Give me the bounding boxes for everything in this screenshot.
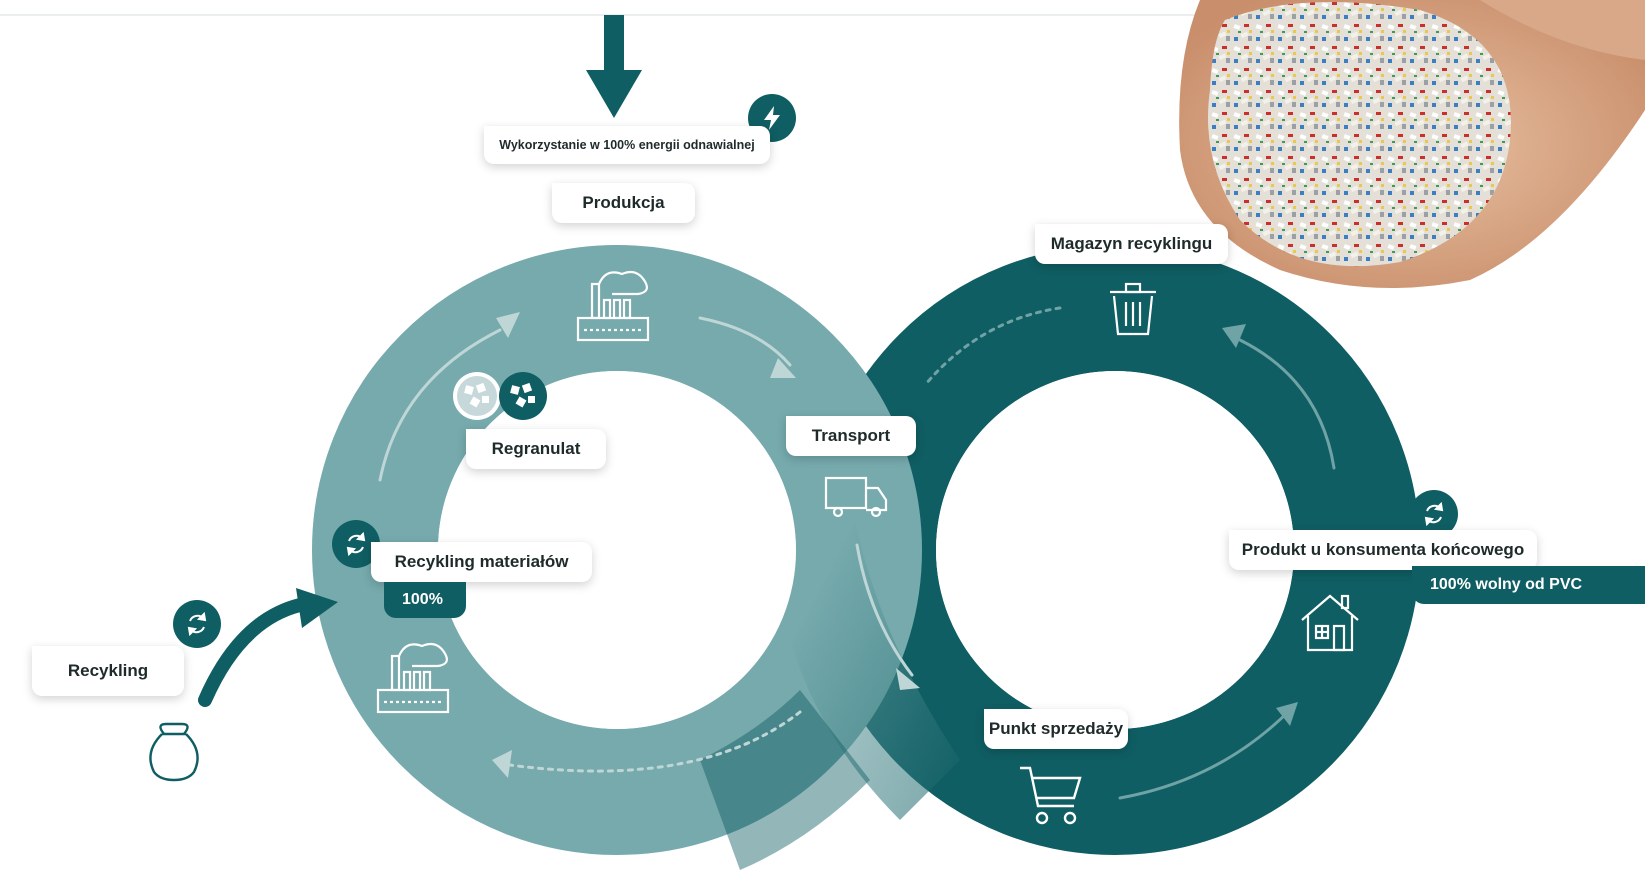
arrowhead-1 (496, 312, 520, 338)
recycling-entry-arrow (198, 598, 307, 707)
recycling-label: Recykling (32, 646, 184, 696)
material-recycling-label: Recykling materiałów (371, 542, 592, 582)
arrow-down-icon (586, 15, 642, 118)
material-recycling-badge: 100% (384, 582, 466, 618)
production-label: Produkcja (552, 183, 695, 223)
arrowhead-2 (770, 358, 796, 378)
bag-icon (149, 722, 199, 782)
flow-arrow-production-out (698, 316, 792, 367)
truck-icon (824, 476, 888, 518)
arrowhead-5 (1222, 324, 1246, 348)
energy-label: Wykorzystanie w 100% energii odnawialnej (484, 126, 770, 164)
point-of-sale-label: Punkt sprzedaży (984, 709, 1128, 749)
trash-bin-icon (1110, 282, 1156, 336)
transport-label: Transport (786, 416, 916, 456)
granules-icon (453, 372, 547, 420)
flow-arrow-right-bottom (1118, 708, 1292, 800)
flow-arrow-right-up (1238, 338, 1336, 470)
factory-icon (576, 270, 650, 342)
pvc-free-badge: 100% wolny od PVC (1412, 566, 1645, 604)
flow-arrow-transport-down (855, 543, 914, 677)
end-consumer-product-label: Produkt u konsumenta końcowego (1229, 530, 1537, 570)
house-icon (1301, 594, 1359, 652)
shopping-cart-icon (1020, 766, 1082, 825)
plastic-flakes-hand-image (1179, 0, 1645, 288)
ring-crossing (720, 360, 960, 820)
recycling-entry-arrowhead (296, 588, 338, 628)
arrowhead-4 (492, 750, 512, 778)
flow-arrow-bottom-dashed (508, 710, 802, 773)
arrowhead-6 (1276, 702, 1298, 726)
flow-arrow-right-dashed (923, 306, 1062, 387)
arrowhead-3 (896, 668, 920, 690)
regranulate-label: Regranulat (466, 429, 606, 469)
recycling-warehouse-label: Magazyn recyklingu (1035, 224, 1228, 264)
factory-icon-recycling (376, 642, 450, 714)
flow-arrow-up-left (378, 328, 502, 482)
recycle-icon (173, 600, 221, 648)
